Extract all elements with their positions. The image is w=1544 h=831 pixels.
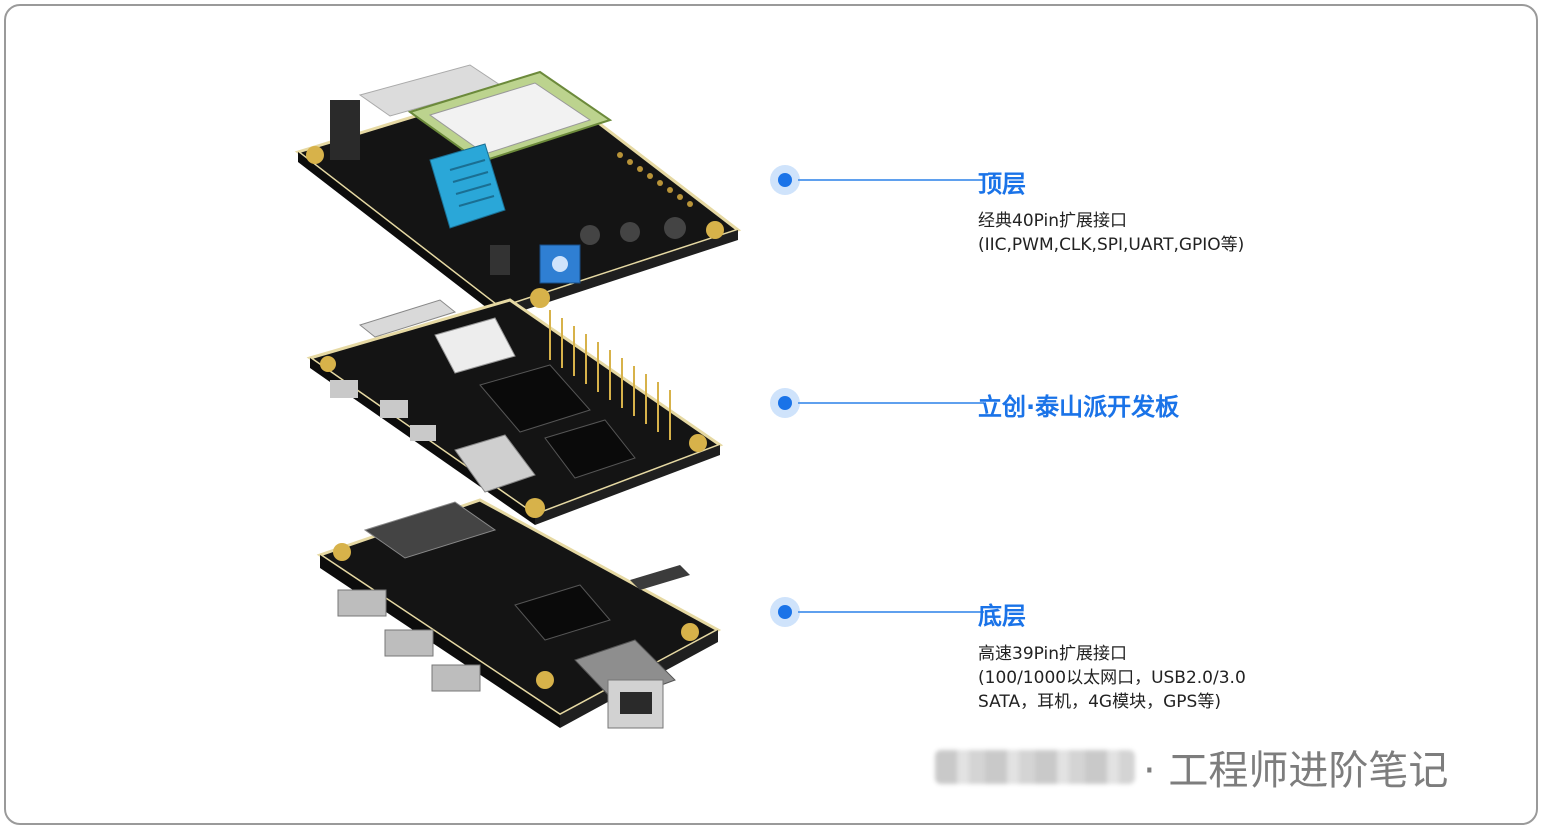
board-stack-illustration: [294, 64, 742, 729]
callout-desc-line: (100/1000以太网口，USB2.0/3.0: [978, 668, 1246, 688]
callout-desc-line: 经典40Pin扩展接口: [978, 211, 1128, 231]
callout-title: 顶层: [978, 170, 1026, 198]
callout-dot-icon: [770, 388, 800, 418]
bottom-board: [316, 498, 722, 729]
callout-title: 立创·泰山派开发板: [978, 393, 1180, 421]
callout-line: [798, 402, 984, 404]
blurred-account-name: [935, 750, 1135, 784]
image-frame: [4, 4, 1538, 825]
callout-line: [798, 179, 984, 181]
watermark: · 工程师进阶笔记: [935, 742, 1448, 794]
callout-desc-line: (IIC,PWM,CLK,SPI,UART,GPIO等): [978, 235, 1245, 255]
middle-board: [306, 298, 724, 525]
callout-dot-icon: [770, 165, 800, 195]
callout-desc-line: 高速39Pin扩展接口: [978, 644, 1128, 664]
callout-dot-icon: [770, 597, 800, 627]
callout-desc-line: SATA，耳机，4G模块，GPS等): [978, 692, 1221, 712]
top-board: [294, 64, 742, 318]
callout-title: 底层: [978, 602, 1026, 630]
callout-line: [798, 611, 984, 613]
watermark-text: · 工程师进阶笔记: [1143, 748, 1449, 794]
